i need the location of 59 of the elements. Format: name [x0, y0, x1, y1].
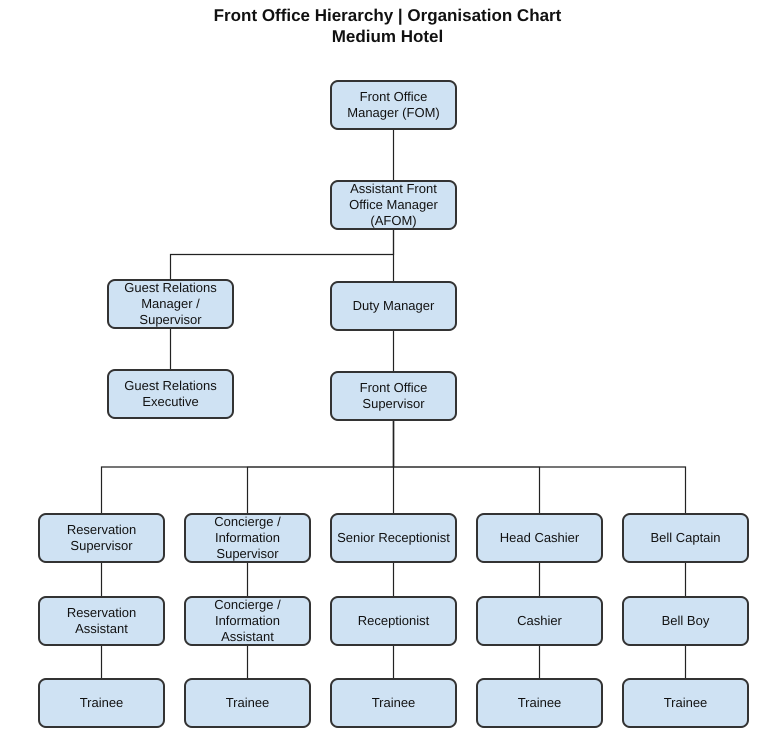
role-box: [184, 678, 311, 728]
role-name: Concierge / Information Assistant: [213, 597, 282, 645]
role-box: [476, 596, 603, 646]
role-box: [330, 513, 457, 563]
role-name: Bell Boy: [662, 613, 710, 629]
role-box: [184, 513, 311, 563]
role-box: [622, 678, 749, 728]
chart-subtitle: Medium Hotel: [332, 26, 444, 47]
connector-line: [246, 563, 248, 596]
role-box: [38, 678, 165, 728]
connector-line: [392, 646, 394, 678]
role-box: [330, 678, 457, 728]
role-box: [330, 371, 457, 421]
role-name: Head Cashier: [500, 530, 580, 546]
role-box: [330, 180, 457, 230]
connector-line: [684, 563, 686, 596]
role-name: Cashier: [517, 613, 562, 629]
role-box: [330, 596, 457, 646]
role-name: Bell Captain: [650, 530, 721, 546]
connector-line: [170, 329, 172, 369]
connector-line: [538, 646, 540, 678]
role-name: Trainee: [372, 695, 416, 711]
role-name: Front Office Manager (FOM): [346, 89, 441, 121]
role-box: [184, 596, 311, 646]
role-box: [107, 279, 234, 329]
role-name: Trainee: [226, 695, 270, 711]
connector-line: [392, 563, 394, 596]
role-name: Concierge / Information Supervisor: [213, 514, 282, 562]
role-name: Senior Receptionist: [337, 530, 450, 546]
role-name: Duty Manager: [352, 298, 434, 314]
role-name: Reservation Supervisor: [66, 522, 138, 554]
role-box: [476, 513, 603, 563]
chart-title: Front Office Hierarchy | Organisation Chart: [214, 5, 562, 26]
role-name: Assistant Front Office Manager (AFOM): [348, 181, 439, 229]
connector-line: [392, 421, 686, 513]
connector-line: [392, 230, 394, 281]
role-box: [476, 678, 603, 728]
connector-line: [100, 563, 102, 596]
connector-line: [392, 331, 394, 371]
connector-line: [100, 646, 102, 678]
role-box: [330, 281, 457, 331]
connector-line: [246, 646, 248, 678]
role-box: [38, 513, 165, 563]
role-box: [330, 80, 457, 130]
connector-line: [538, 563, 540, 596]
role-name: Front Office Supervisor: [358, 380, 428, 412]
role-name: Guest Relations Executive: [123, 378, 218, 410]
role-name: Trainee: [664, 695, 708, 711]
role-box: [622, 596, 749, 646]
role-name: Trainee: [80, 695, 124, 711]
connector-line: [684, 646, 686, 678]
role-box: [107, 369, 234, 419]
role-name: Trainee: [518, 695, 562, 711]
role-name: Reservation Assistant: [66, 605, 138, 637]
role-name: Guest Relations Manager / Supervisor: [123, 280, 218, 328]
role-box: [38, 596, 165, 646]
role-box: [622, 513, 749, 563]
connector-line: [392, 130, 394, 180]
role-name: Receptionist: [358, 613, 430, 629]
